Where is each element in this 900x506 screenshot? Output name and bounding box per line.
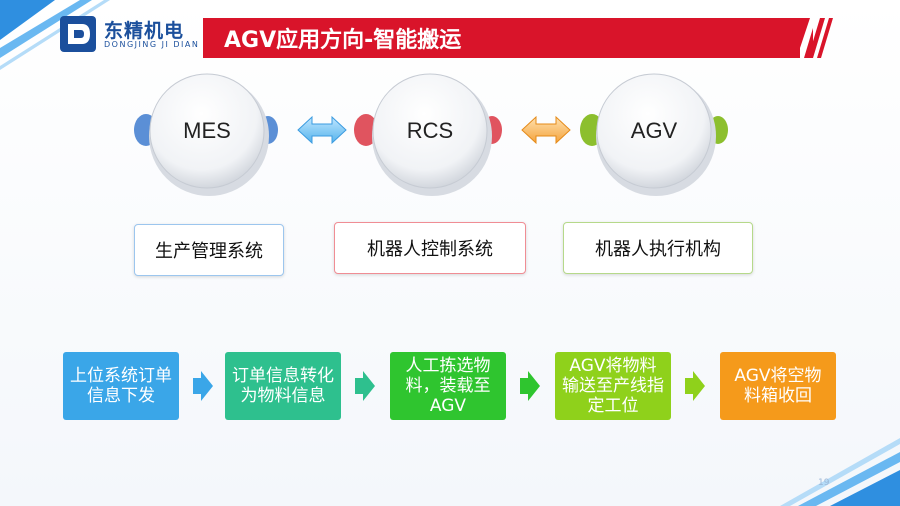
mes-node-sphere xyxy=(149,73,265,189)
node-label-mes: MES xyxy=(183,118,231,143)
company-name-cn: 东精机电 xyxy=(104,20,185,42)
process-step-4: AGV将物料输送至产线指定工位 xyxy=(555,352,671,420)
rcs-left-cap xyxy=(354,114,378,146)
description-box-mes: 生产管理系统 xyxy=(134,224,284,276)
description-box-agv: 机器人执行机构 xyxy=(563,222,753,274)
company-name-en: DONGJING JI DIAN xyxy=(104,40,200,49)
title-bar-stripes xyxy=(800,18,833,58)
page-number: 19 xyxy=(818,478,830,488)
process-step-5: AGV将空物料箱收回 xyxy=(720,352,836,420)
company-logo-icon xyxy=(60,16,96,52)
description-box-rcs: 机器人控制系统 xyxy=(334,222,526,274)
title-bar xyxy=(203,18,813,58)
double-arrow-icon xyxy=(297,115,347,145)
page-title: AGV应用方向-智能搬运 xyxy=(224,28,462,53)
process-step-3: 人工拣选物料，装载至AGV xyxy=(390,352,506,420)
double-arrow-icon xyxy=(521,115,571,145)
right-arrow-icon xyxy=(355,371,375,401)
right-arrow-icon xyxy=(193,371,213,401)
rcs-node-sphere xyxy=(372,73,488,189)
right-arrow-icon xyxy=(685,371,705,401)
node-label-rcs: RCS xyxy=(406,118,454,143)
process-step-1: 上位系统订单信息下发 xyxy=(63,352,179,420)
process-step-2: 订单信息转化为物料信息 xyxy=(225,352,341,420)
right-arrow-icon xyxy=(520,371,540,401)
node-label-agv: AGV xyxy=(630,118,678,143)
agv-node-sphere xyxy=(596,73,712,189)
